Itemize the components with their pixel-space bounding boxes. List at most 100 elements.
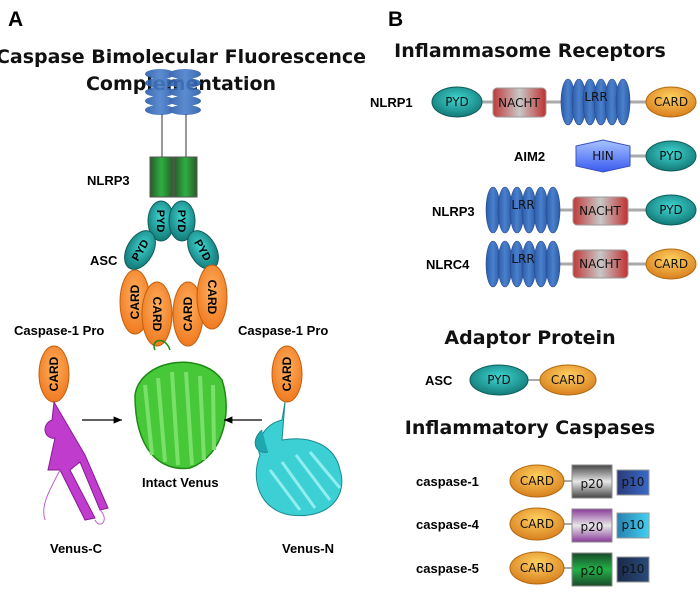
label-venus-n: Venus-N <box>282 541 334 556</box>
label-intact-venus: Intact Venus <box>142 475 219 490</box>
lrr-domain <box>485 186 561 234</box>
svg-text:NACHT: NACHT <box>579 204 621 218</box>
label-nlrp3: NLRP3 <box>87 173 130 188</box>
receptor-row-nlrp1: NLRP1 PYD NACHT LRR CARD <box>370 78 697 126</box>
nlrp3-nacht-block <box>149 156 174 198</box>
p20-domain <box>571 464 613 499</box>
svg-text:p20: p20 <box>581 564 604 578</box>
receptor-name: AIM2 <box>514 149 545 164</box>
svg-text:CARD: CARD <box>150 297 164 332</box>
panel-a-title-line1: Caspase Bimolecular Fluorescence <box>0 46 366 68</box>
svg-text:CARD: CARD <box>654 95 688 109</box>
svg-text:p10: p10 <box>622 518 645 532</box>
pyd-domain: PYD <box>168 200 196 242</box>
adaptor-name: ASC <box>425 373 453 388</box>
svg-text:PYD: PYD <box>175 210 187 233</box>
p20-domain <box>571 508 613 543</box>
svg-text:CARD: CARD <box>520 561 554 575</box>
label-venus-c: Venus-C <box>50 541 103 556</box>
venus-c-structure <box>43 400 109 525</box>
pyd-domain <box>469 364 529 396</box>
pyd-domain <box>645 194 697 226</box>
caspase-pro-card-left: CARD <box>38 345 70 403</box>
card-domain <box>539 364 597 396</box>
panel-a: A Caspase Bimolecular Fluorescence Compl… <box>0 8 366 556</box>
label-caspase-pro-right: Caspase-1 Pro <box>238 323 328 338</box>
svg-text:CARD: CARD <box>520 517 554 531</box>
label-caspase-pro-left: Caspase-1 Pro <box>14 323 104 338</box>
card-domain <box>645 248 697 280</box>
svg-text:NACHT: NACHT <box>579 257 621 271</box>
receptor-name: NLRP1 <box>370 95 413 110</box>
caspase-name: caspase-4 <box>416 517 480 532</box>
venus-n-structure <box>254 401 343 517</box>
panel-b-letter: B <box>388 8 403 31</box>
svg-text:CARD: CARD <box>280 356 294 391</box>
caspase-row-5: caspase-5 CARD p20 p10 <box>416 551 650 587</box>
caspase-pro-card-right: CARD <box>271 345 303 403</box>
svg-text:NACHT: NACHT <box>498 96 540 110</box>
card-domain <box>509 464 565 498</box>
pyd-domain: PYD <box>147 200 175 242</box>
pyd-domain <box>645 140 697 172</box>
svg-text:p10: p10 <box>622 475 645 489</box>
receptors-title: Inflammasome Receptors <box>394 40 666 62</box>
receptor-name: NLRC4 <box>426 257 470 272</box>
caspase-name: caspase-1 <box>416 474 479 489</box>
label-asc: ASC <box>90 253 118 268</box>
svg-text:PYD: PYD <box>659 203 683 217</box>
svg-text:p10: p10 <box>622 562 645 576</box>
card-domain: CARD <box>141 281 173 347</box>
caspase-row-4: caspase-4 CARD p20 p10 <box>416 507 650 543</box>
p10-domain <box>616 512 650 539</box>
nacht-domain <box>572 249 629 279</box>
svg-text:PYD: PYD <box>445 95 469 109</box>
lrr-domain <box>485 240 561 288</box>
svg-text:LRR: LRR <box>511 198 534 212</box>
intact-venus-structure <box>134 339 227 470</box>
svg-text:CARD: CARD <box>47 356 61 391</box>
adaptor-row-asc: ASC PYD CARD <box>425 364 597 396</box>
receptor-row-nlrp3: NLRP3 LRR NACHT PYD <box>432 186 697 234</box>
svg-text:LRR: LRR <box>511 252 534 266</box>
svg-text:LRR: LRR <box>584 90 607 104</box>
receptor-row-aim2: AIM2 HIN PYD <box>514 139 697 173</box>
svg-text:p20: p20 <box>581 477 604 491</box>
svg-text:CARD: CARD <box>654 257 688 271</box>
pyd-domain <box>431 86 483 118</box>
pyd-domain: PYD <box>124 230 156 270</box>
caspase-row-1: caspase-1 CARD p20 p10 <box>416 464 650 499</box>
panel-b: B Inflammasome Receptors NLRP1 PYD NACHT… <box>370 8 697 587</box>
svg-text:CARD: CARD <box>520 474 554 488</box>
receptor-row-nlrc4: NLRC4 LRR NACHT CARD <box>426 240 697 288</box>
p10-domain <box>616 469 650 496</box>
p10-domain <box>616 556 650 583</box>
svg-text:PYD: PYD <box>659 149 683 163</box>
svg-text:HIN: HIN <box>592 149 614 163</box>
card-domain <box>645 86 697 118</box>
panel-a-letter: A <box>8 8 23 31</box>
receptor-name: NLRP3 <box>432 204 475 219</box>
caspases-title: Inflammatory Caspases <box>405 417 655 439</box>
svg-text:CARD: CARD <box>551 373 585 387</box>
card-domain <box>509 551 565 585</box>
adaptor-title: Adaptor Protein <box>444 327 615 349</box>
card-domain <box>509 507 565 541</box>
card-domain: CARD <box>196 264 228 330</box>
nlrp3-nacht-block <box>173 156 198 198</box>
nlrp3-lrr-stacks <box>145 69 201 115</box>
svg-text:PYD: PYD <box>487 373 511 387</box>
p20-domain <box>571 552 613 587</box>
nacht-domain <box>572 196 629 226</box>
svg-text:CARD: CARD <box>181 296 195 331</box>
svg-text:PYD: PYD <box>154 210 166 233</box>
nacht-domain <box>492 87 547 118</box>
svg-text:p20: p20 <box>581 520 604 534</box>
card-domain: CARD <box>172 281 204 347</box>
hin-domain <box>575 139 631 173</box>
svg-text:CARD: CARD <box>128 284 142 319</box>
svg-text:CARD: CARD <box>205 280 219 315</box>
lrr-domain <box>560 78 631 126</box>
caspase-name: caspase-5 <box>416 561 479 576</box>
